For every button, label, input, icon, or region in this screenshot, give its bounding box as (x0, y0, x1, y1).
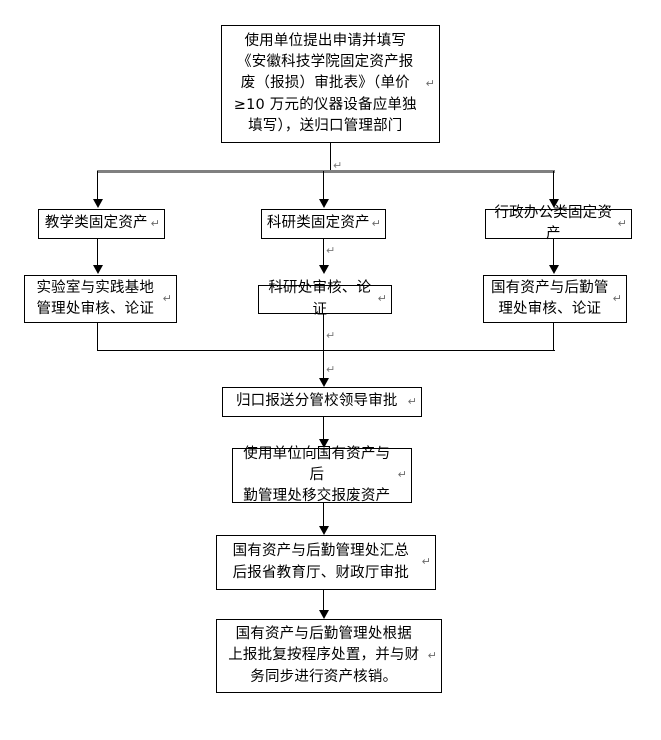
connector-return-mark-1: ↵ (333, 159, 343, 172)
return-mark: ↵ (377, 292, 387, 306)
arrowhead-n4 (319, 378, 329, 387)
connector-n6-to-n7 (323, 590, 324, 612)
arrowhead-n5 (319, 439, 329, 448)
connector-return-mark-3: ↵ (326, 329, 336, 342)
node-disposal-writeoff[interactable]: 国有资产与后勤管理处根据 上报批复按程序处置，并与财 务同步进行资产核销。 ↵ (216, 619, 442, 693)
branch-bar (97, 170, 555, 173)
return-mark: ↵ (150, 216, 160, 230)
connector-n2a-to-n3a (97, 239, 98, 267)
connector-return-mark-2: ↵ (326, 244, 336, 257)
arrowhead-branch-middle (319, 199, 329, 208)
connector-return-mark-4: ↵ (326, 363, 336, 376)
node-state-assets-review-label: 国有资产与后勤管 理处审核、论证 (490, 279, 609, 317)
node-teaching-assets[interactable]: 教学类固定资产↵ (38, 209, 165, 239)
arrowhead-n3c (549, 265, 559, 274)
node-administrative-assets-label: 行政办公类固定资产 (494, 204, 613, 242)
connector-n1-to-branchbar (330, 143, 331, 173)
arrowhead-branch-right (549, 199, 559, 208)
node-research-office-review[interactable]: 科研处审核、论证 ↵ (258, 280, 392, 318)
connector-n4-to-n5 (323, 417, 324, 441)
connector-mergebar-to-n4 (323, 351, 324, 380)
node-provincial-approval-label: 国有资产与后勤管理处汇总 后报省教育厅、财政厅审批 (232, 543, 409, 581)
node-research-assets-label: 科研类固定资产 (266, 215, 370, 232)
node-disposal-writeoff-label: 国有资产与后勤管理处根据 上报批复按程序处置，并与财 务同步进行资产核销。 (228, 626, 420, 685)
connector-branch-right (553, 171, 554, 201)
connector-branch-left (97, 171, 98, 201)
node-administrative-assets[interactable]: 行政办公类固定资产 ↵ (485, 205, 632, 242)
connector-n2c-to-n3c (553, 239, 554, 267)
merge-bar (97, 350, 555, 351)
return-mark: ↵ (421, 555, 431, 569)
return-mark: ↵ (617, 216, 627, 230)
return-mark: ↵ (371, 216, 381, 230)
node-lab-center-review-label: 实验室与实践基地 管理处审核、论证 (36, 279, 155, 317)
return-mark: ↵ (407, 394, 417, 408)
return-mark: ↵ (425, 76, 435, 90)
node-lab-center-review[interactable]: 实验室与实践基地 管理处审核、论证 ↵ (24, 275, 177, 323)
node-research-office-review-label: 科研处审核、论证 (268, 280, 372, 318)
arrowhead-n3a (93, 265, 103, 274)
node-leader-approval-label: 归口报送分管校领导审批 (235, 393, 398, 410)
node-research-assets[interactable]: 科研类固定资产↵ (261, 209, 386, 239)
return-mark: ↵ (427, 648, 437, 662)
node-transfer-assets[interactable]: 使用单位向国有资产与后 勤管理处移交报废资产 ↵ (232, 446, 412, 504)
connector-n3c-down (553, 323, 554, 351)
return-mark: ↵ (397, 468, 407, 482)
node-leader-approval[interactable]: 归口报送分管校领导审批 ↵ (222, 387, 422, 417)
node-application-form[interactable]: 使用单位提出申请并填写 《安徽科技学院固定资产报 废（报损）审批表》（单价 ≥1… (221, 25, 440, 143)
return-mark: ↵ (162, 291, 172, 305)
node-application-form-label: 使用单位提出申请并填写 《安徽科技学院固定资产报 废（报损）审批表》（单价 ≥1… (233, 33, 417, 134)
arrowhead-n7 (319, 610, 329, 619)
node-teaching-assets-label: 教学类固定资产 (44, 215, 148, 232)
connector-n3a-down (97, 323, 98, 351)
return-mark: ↵ (612, 291, 622, 305)
connector-n5-to-n6 (323, 503, 324, 528)
connector-branch-middle (323, 171, 324, 201)
node-state-assets-review[interactable]: 国有资产与后勤管 理处审核、论证↵ (483, 275, 627, 323)
node-provincial-approval[interactable]: 国有资产与后勤管理处汇总 后报省教育厅、财政厅审批 ↵ (216, 535, 436, 590)
arrowhead-n3b (319, 265, 329, 274)
node-transfer-assets-label: 使用单位向国有资产与后 勤管理处移交报废资产 (243, 445, 391, 505)
connector-n3b-down (323, 314, 324, 351)
connector-n2b-to-n3b (323, 239, 324, 267)
arrowhead-branch-left (93, 199, 103, 208)
arrowhead-n6 (319, 526, 329, 535)
